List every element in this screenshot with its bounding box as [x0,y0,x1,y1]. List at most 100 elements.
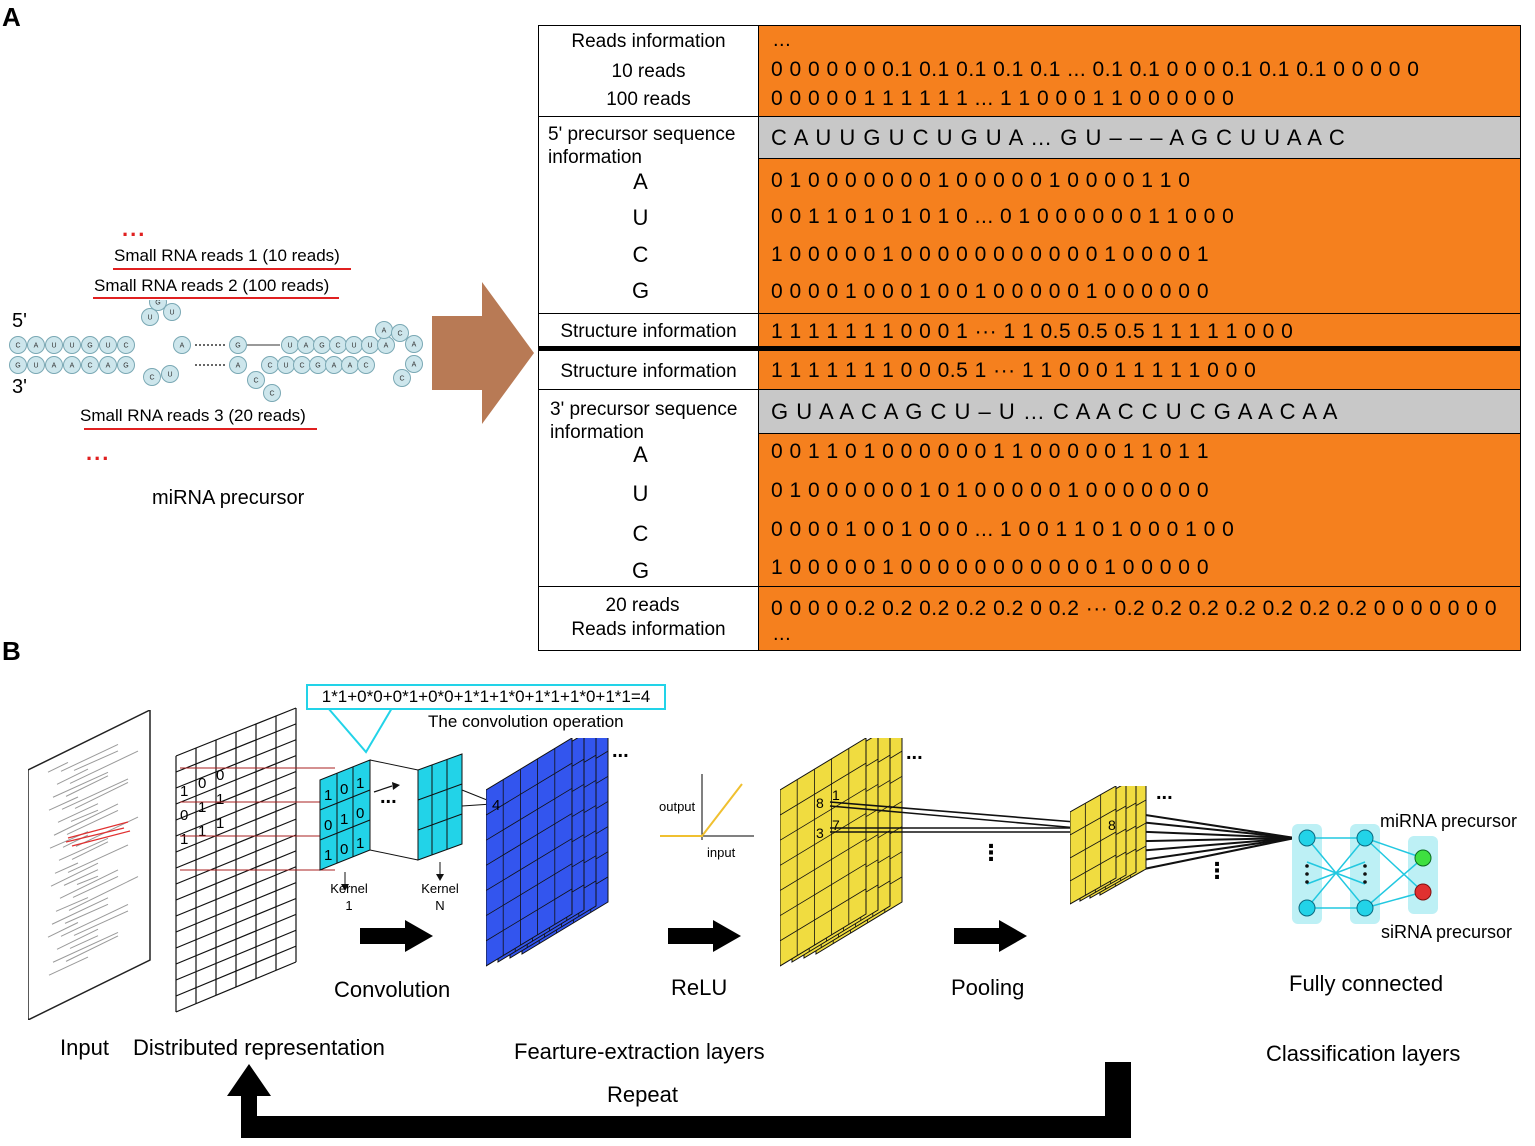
input-line [66,809,119,835]
bottom-nt-label: A [52,363,57,370]
fully-connected-label: Fully connected [1289,971,1444,996]
relu-label: ReLU [671,975,728,1000]
kernel-n-label-number: N [435,898,445,913]
mid-nt [229,336,247,354]
repeat-arrow-icon [227,1062,1131,1138]
grid-row-line [175,739,297,789]
grid-row-line [175,723,297,773]
reads-info-bottom-values-cell: 0 0 0 0 0.2 0.2 0.2 0.2 0.2 0 0.2 ··· 0.… [759,587,1520,650]
right-bottom-nt-label: A [332,363,337,370]
input-line [51,897,109,925]
kernel-value: 1 [324,787,332,804]
feature-map-gridline [486,787,573,841]
right-bottom-nt-label: C [299,363,304,370]
convolution-formula: 1*1+0*0+0*1+0*0+1*1+1*0+1*1+1*0+1*1=4 [306,684,666,710]
reads-info-bottom-title: Reads information [571,619,726,640]
grid-value: 1 [216,791,224,808]
right-loop-nt [391,324,409,342]
input-line [71,841,109,860]
kernel-n-label-text: Kernel [421,881,459,896]
input-line [57,803,99,823]
input-line [53,803,119,836]
right-bottom-nt-label: C [267,363,272,370]
loop-nt-label: C [149,375,154,382]
kernel-1-label: Kernel 1 [327,880,371,914]
right-bottom-nt-label: C [363,363,368,370]
right-loop-nt [393,369,411,387]
three-nt-c: C [632,521,649,546]
hundred-reads-label: 100 reads [606,89,691,110]
hundred-reads-row: 0 0 0 0 0 1 1 1 1 1 1 ... 1 1 0 0 0 1 1 … [771,87,1235,110]
yellow-map-value: 8 [816,795,824,811]
grid-row-line [175,961,297,1013]
mid-nt [247,371,265,389]
struct-three-row: 1 1 1 1 1 1 1 0 0 0.5 1 ··· 1 1 0 0 0 1 … [771,359,1257,382]
three-a-row: 0 0 1 1 0 1 0 0 0 0 0 0 1 1 0 0 0 0 0 1 … [771,440,1209,463]
five-g-row: 0 0 0 0 1 0 0 0 1 0 0 1 0 0 0 0 0 1 0 0 … [771,280,1209,303]
convolution-operation-label: The convolution operation [428,712,624,731]
five-u-row: 0 0 1 1 0 1 0 1 0 1 0 ... 0 1 0 0 0 0 0 … [771,205,1235,228]
right-loop-nt-label: A [412,362,417,369]
yellow-map-value: 7 [832,817,840,833]
grid-row-line [175,770,297,821]
encoding-table: Reads information 10 reads 100 reads ...… [538,25,1521,651]
mid-nt-label: C [269,391,274,398]
grid-row-line [175,866,297,917]
loop-nt [173,336,191,354]
grid-value: 1 [216,815,224,832]
fully-connected-network [1292,824,1438,924]
struct-three-header-cell: Structure information [539,351,758,390]
three-g-row: 1 0 0 0 0 0 1 0 0 0 0 0 0 0 0 0 0 0 1 0 … [771,556,1209,579]
pooling-label: Pooling [951,975,1025,1000]
bottom-nt [45,356,63,374]
grid-row-line [175,945,297,997]
reads-info-bottom-header-cell: 20 reads Reads information [539,587,758,650]
mid-nt-label: A [236,363,241,370]
right-loop-nt-label: C [399,376,404,383]
table-divider [758,26,760,650]
right-loop-nt [405,335,423,353]
five-seq-header-cell: 5' precursor sequence information A U C … [539,117,758,314]
relu-input-label: input [707,845,736,860]
grid-row-line [175,897,297,949]
struct-five-title: Structure information [560,321,737,342]
pooling-arrow-icon [954,920,1027,952]
five-seq-title: 5' precursor sequence information [548,124,736,168]
input-line [58,837,109,861]
top-nt [117,336,135,354]
input-line [73,750,119,771]
input-line [74,782,129,809]
kernel-value: 1 [340,811,348,828]
struct-five-row: 1 1 1 1 1 1 1 0 0 0 1 ··· 1 1 0.5 0.5 0.… [771,320,1294,343]
struct-three-values-cell: 1 1 1 1 1 1 1 0 0 0.5 1 ··· 1 1 0 0 0 1 … [759,351,1520,390]
feature-map-gridline [780,838,867,891]
three-seq-header-cell: 3' precursor sequence information A U C … [539,390,758,587]
top-nt [81,336,99,354]
sirna-output-label: siRNA precursor [1381,922,1513,942]
pooling-vdots: ⋮ [980,840,1002,865]
three-u-row: 0 1 0 0 0 0 0 0 1 0 1 0 0 0 0 0 1 0 0 0 … [771,479,1209,502]
top-nt-label: C [123,343,128,350]
right-top-nt-label: A [384,343,389,350]
right-bottom-nt [357,356,375,374]
reads-1-label: Small RNA reads 1 (10 reads) [114,246,340,265]
feature-map-gridline [780,888,867,942]
reads-2-label: Small RNA reads 2 (100 reads) [94,276,330,295]
reads-ellipsis: ... [773,29,792,51]
three-seq-cell: G U A A C A G C U – U … C A A C C U C G … [759,390,1520,434]
yellow-map-value: 1 [832,787,840,803]
input-line [61,778,129,810]
input-line [69,935,99,949]
input-line [73,910,129,936]
relu-arrow-icon [668,920,741,952]
mid-nt [263,384,281,402]
right-top-nt-label: U [367,343,372,350]
input-sheet [28,710,151,1020]
grid-row-line [175,707,297,757]
input-line [60,743,119,772]
five-seq-cell: C A U U G U C U G U A … G U – – – A G C … [759,117,1520,159]
feature-map-gridline [1070,808,1117,836]
five-onehot-cell: 0 1 0 0 0 0 0 0 0 1 0 0 0 0 0 1 0 0 0 0 … [759,159,1520,314]
